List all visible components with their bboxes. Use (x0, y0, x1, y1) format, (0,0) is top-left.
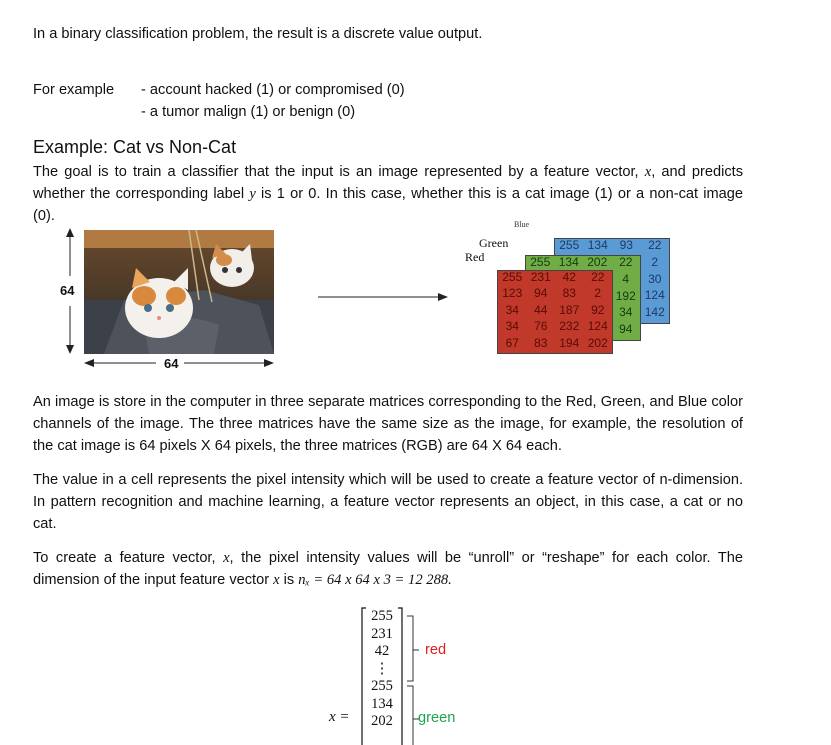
green-cell: 22 (619, 255, 633, 269)
vector-value: 231 (371, 625, 393, 642)
vector-value: 255 (371, 608, 393, 624)
goal-var-x: x (644, 164, 652, 180)
red-cell: 2 (594, 286, 602, 301)
red-cell: 34 (505, 319, 519, 334)
goal-paragraph: The goal is to train a classifier that t… (33, 161, 743, 227)
red-cell: 22 (591, 270, 605, 284)
vector-value: 202 (371, 713, 393, 729)
green-cell: 34 (619, 305, 633, 320)
green-cell: 202 (587, 255, 608, 269)
vector-lhs: x = (329, 709, 350, 725)
red-cell: 124 (587, 319, 608, 334)
height-label: 64 (60, 283, 75, 298)
red-cell: 255 (502, 270, 523, 284)
section-title: Example: Cat vs Non-Cat (33, 137, 237, 157)
red-cell: 67 (505, 335, 519, 350)
red-cell: 34 (505, 302, 519, 317)
width-label: 64 (164, 356, 179, 371)
red-matrix: 255 231 42 22 123 94 83 2 34 44 187 92 3… (497, 270, 613, 354)
green-cell: 192 (615, 288, 636, 303)
red-cell: 94 (534, 286, 548, 301)
red-cell: 202 (587, 335, 608, 350)
red-cell: 232 (559, 319, 580, 334)
paragraph-rgb: An image is store in the computer in thr… (33, 394, 743, 454)
fv-var-x: x (223, 550, 230, 566)
blue-cell: 134 (587, 238, 608, 252)
red-cell: 231 (530, 270, 551, 284)
fv-var-x2: x (273, 572, 280, 588)
fv-text-3: is (279, 572, 299, 588)
red-label: Red (465, 250, 485, 264)
red-cell: 42 (562, 270, 576, 284)
blue-cell: 142 (644, 305, 665, 320)
red-cell: 92 (591, 302, 605, 317)
intro-text: In a binary classification problem, the … (33, 26, 483, 42)
feature-vector: 255 231 42 ⋮ 255 134 202 (365, 608, 399, 731)
goal-text-3: is 1 or 0. In this case, whether this is… (33, 186, 743, 224)
fv-formula: nₓ = 64 x 64 x 3 = 12 288. (298, 572, 452, 588)
red-cell: 83 (534, 335, 548, 350)
red-cell: 44 (534, 302, 548, 317)
cat-image (84, 230, 274, 354)
red-cell: 123 (502, 286, 523, 301)
blue-label: Blue (514, 220, 530, 229)
vector-brackets (361, 607, 403, 745)
height-arrow (66, 228, 74, 354)
transform-arrow (318, 293, 448, 301)
group-braces (407, 615, 419, 745)
vector-value: 42 (374, 643, 390, 659)
goal-var-y: y (249, 186, 256, 202)
blue-cell: 255 (559, 238, 580, 252)
goal-text-2: , and predicts whether the corresponding… (33, 164, 743, 202)
paragraph-intensity: The value in a cell represents the pixel… (33, 472, 743, 532)
green-group-label: green (418, 710, 456, 726)
blue-cell: 2 (651, 254, 659, 269)
vector-ellipsis: ⋮ (374, 660, 390, 677)
width-arrow (84, 359, 274, 367)
paragraph-feature-vector: To create a feature vector, x, the pixel… (33, 547, 743, 591)
goal-text-1: The goal is to train a classifier that t… (33, 164, 645, 180)
blue-cell: 30 (648, 271, 662, 286)
blue-cell: 124 (644, 288, 665, 303)
red-cell: 187 (559, 302, 580, 317)
green-label: Green (479, 236, 509, 250)
example-item-2: - a tumor malign (1) or benign (0) (141, 104, 356, 120)
green-cell: 134 (558, 255, 579, 269)
red-cell: 83 (562, 286, 576, 301)
blue-cell: 22 (648, 238, 662, 252)
red-cell: 76 (534, 319, 548, 334)
fv-text-2: , the pixel intensity values will be “un… (33, 550, 744, 588)
vector-value: 134 (371, 695, 393, 712)
green-cell: 4 (622, 271, 630, 286)
red-group-label: red (425, 642, 447, 658)
red-cell: 194 (559, 335, 580, 350)
green-cell: 94 (619, 322, 633, 337)
example-item-1: - account hacked (1) or compromised (0) (141, 82, 405, 98)
for-example-label: For example (33, 82, 115, 98)
blue-cell: 93 (619, 238, 633, 252)
vector-value: 255 (371, 678, 393, 694)
fv-text-1: To create a feature vector, (33, 550, 224, 566)
green-cell: 255 (530, 255, 551, 269)
